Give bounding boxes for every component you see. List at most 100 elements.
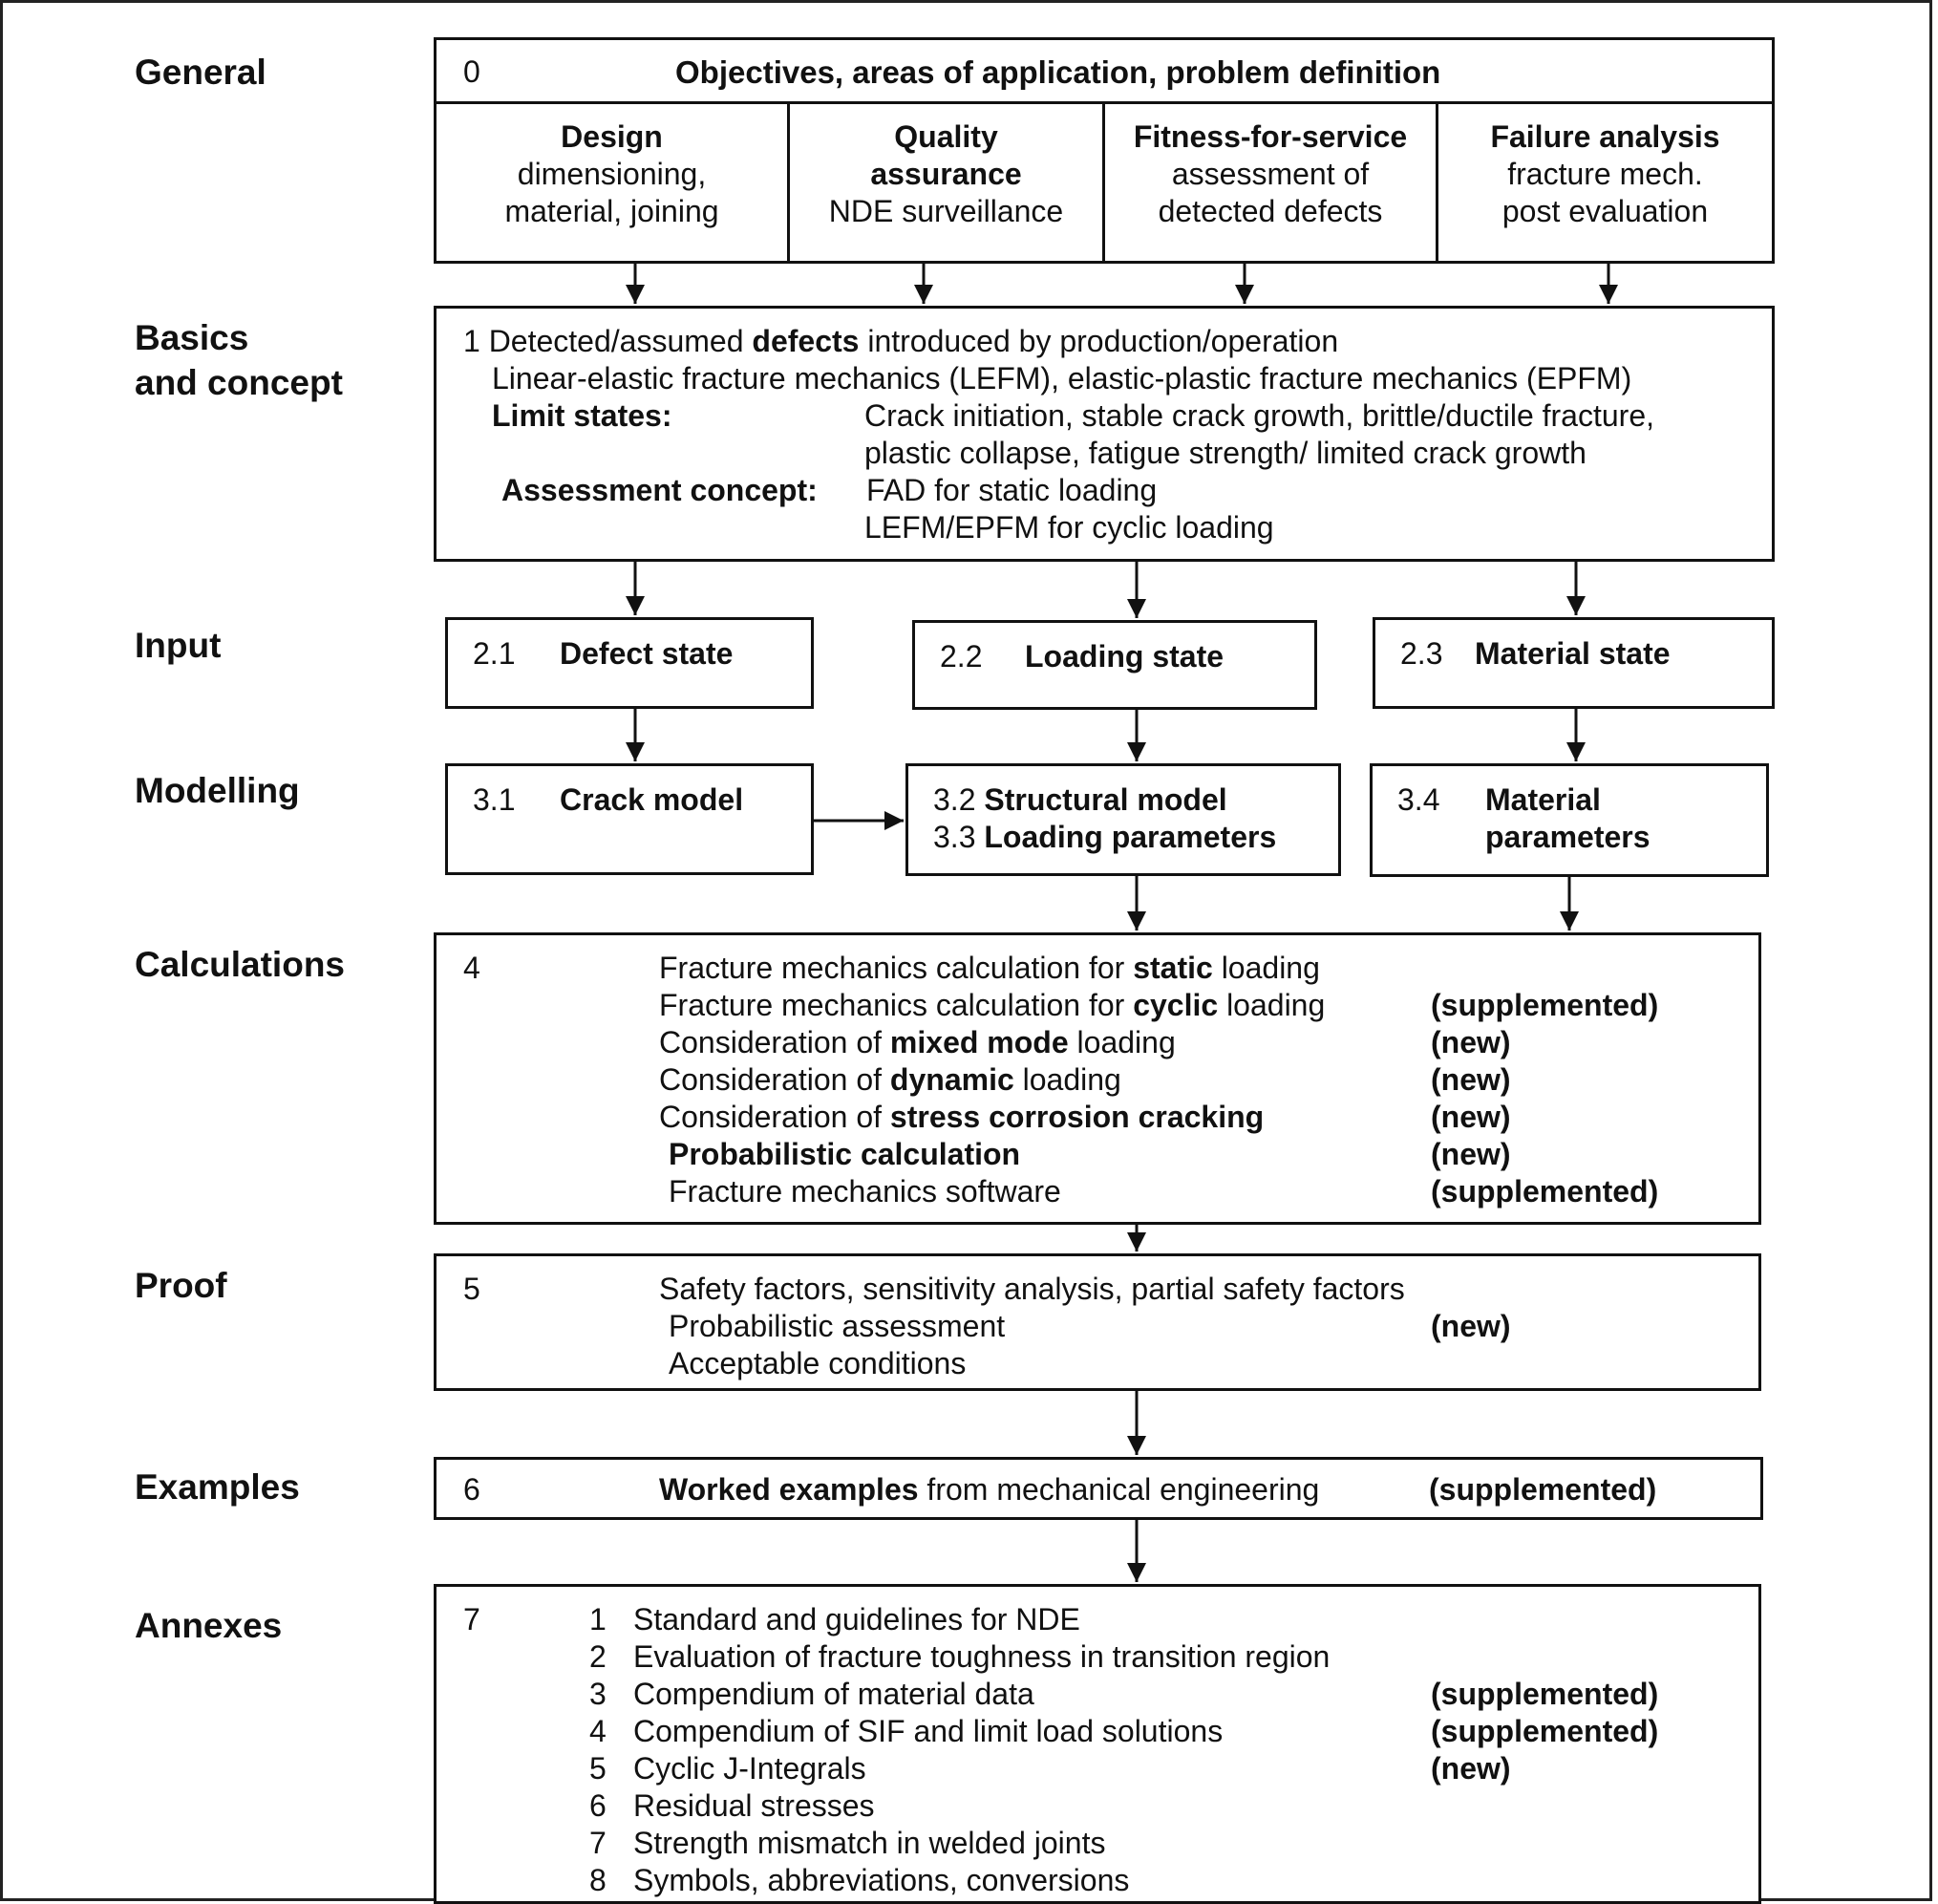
annex-label: Strength mismatch in welded joints — [633, 1826, 1106, 1860]
calc-row: Probabilistic calculation — [669, 1137, 1021, 1171]
annex-label: Compendium of SIF and limit load solutio… — [633, 1714, 1224, 1748]
section-examples: Examples — [135, 1467, 300, 1507]
design-line-1: dimensioning, — [517, 157, 707, 191]
calc-row: Fracture mechanics calculation for cycli… — [659, 988, 1326, 1022]
failure-box: Failure analysis fracture mech. post eva… — [1436, 101, 1775, 264]
section-annexes: Annexes — [135, 1606, 283, 1645]
annex-tag: (supplemented) — [1431, 1677, 1659, 1711]
calc-row: Fracture mechanics software — [669, 1174, 1061, 1209]
design-title: Design — [561, 119, 663, 154]
defect-state-box: 2.1 Defect state — [445, 617, 814, 709]
defect-state-label: Defect state — [560, 636, 734, 671]
annex-label: Evaluation of fracture toughness in tran… — [633, 1639, 1331, 1674]
assessment-1: FAD for static loading — [866, 473, 1158, 507]
section-basics: Basics — [135, 318, 249, 357]
section-general: General — [135, 53, 266, 92]
section-basics-concept: and concept — [135, 363, 343, 402]
assessment-label: Assessment concept: — [501, 473, 818, 507]
calc-row-tag: (supplemented) — [1431, 988, 1659, 1022]
proof-line-1: Safety factors, sensitivity analysis, pa… — [659, 1272, 1405, 1306]
examples-number: 6 — [463, 1472, 480, 1507]
basics-line-2: Linear-elastic fracture mechanics (LEFM)… — [492, 361, 1632, 396]
quality-title-2: assurance — [870, 157, 1022, 191]
crack-model-label: Crack model — [560, 782, 744, 817]
material-state-box: 2.3 Material state — [1373, 617, 1775, 709]
defect-state-number: 2.1 — [473, 636, 516, 671]
section-input: Input — [135, 626, 222, 665]
material-state-number: 2.3 — [1400, 636, 1443, 671]
fitness-line-1: assessment of — [1171, 157, 1370, 191]
failure-line-1: fracture mech. — [1507, 157, 1703, 191]
material-parameters-box: 3.4 Material parameters — [1370, 763, 1769, 877]
material-parameters-number: 3.4 — [1397, 782, 1440, 817]
design-box: Design dimensioning, material, joining — [434, 101, 790, 264]
proof-box: 5 Safety factors, sensitivity analysis, … — [434, 1253, 1761, 1391]
proof-line-2: Probabilistic assessment — [669, 1309, 1006, 1343]
proof-line-3: Acceptable conditions — [669, 1346, 967, 1380]
annex-label: Cyclic J-Integrals — [633, 1751, 866, 1786]
design-line-2: material, joining — [504, 194, 719, 228]
objectives-title: Objectives, areas of application, proble… — [675, 54, 1441, 90]
quality-title: Quality — [894, 119, 998, 154]
calculations-number: 4 — [463, 951, 480, 985]
calc-row-tag: (new) — [1431, 1025, 1511, 1059]
annex-tag: (new) — [1431, 1751, 1511, 1786]
calc-row-tag: (new) — [1431, 1062, 1511, 1097]
objectives-number: 0 — [463, 54, 480, 89]
annex-number: 8 — [589, 1863, 607, 1897]
loading-state-box: 2.2 Loading state — [912, 620, 1317, 710]
annex-label: Symbols, abbreviations, conversions — [633, 1863, 1130, 1897]
failure-line-2: post evaluation — [1501, 194, 1709, 228]
annex-label: Residual stresses — [633, 1788, 875, 1823]
annex-number: 6 — [589, 1788, 607, 1823]
failure-title: Failure analysis — [1490, 119, 1720, 154]
examples-tag: (supplemented) — [1429, 1472, 1657, 1507]
calc-row: Consideration of mixed mode loading — [659, 1025, 1176, 1059]
calc-row: Consideration of stress corrosion cracki… — [659, 1100, 1265, 1134]
annex-number: 3 — [589, 1677, 607, 1711]
material-parameters-label-1: Material — [1485, 782, 1601, 817]
quality-line-1: NDE surveillance — [828, 194, 1064, 228]
calc-row-tag: (new) — [1431, 1100, 1511, 1134]
fitness-box: Fitness-for-service assessment of detect… — [1102, 101, 1438, 264]
examples-text: Worked examples from mechanical engineer… — [659, 1472, 1320, 1507]
material-state-label: Material state — [1475, 636, 1671, 671]
annex-label: Compendium of material data — [633, 1677, 1034, 1711]
basics-line-1: 1 Detected/assumed defects introduced by… — [463, 324, 1339, 358]
limit-states-2: plastic collapse, fatigue strength/ limi… — [864, 436, 1587, 470]
loading-parameters-line: 3.3 Loading parameters — [933, 820, 1277, 854]
section-proof: Proof — [135, 1266, 227, 1305]
structural-loading-box: 3.2 Structural model 3.3 Loading paramet… — [905, 763, 1341, 876]
annex-tag: (supplemented) — [1431, 1714, 1659, 1748]
calc-row-tag: (new) — [1431, 1137, 1511, 1171]
loading-state-number: 2.2 — [940, 639, 983, 674]
loading-state-label: Loading state — [1025, 639, 1225, 674]
examples-box: 6 Worked examples from mechanical engine… — [434, 1457, 1763, 1520]
calc-row-tag: (supplemented) — [1431, 1174, 1659, 1209]
annex-label: Standard and guidelines for NDE — [633, 1602, 1080, 1637]
annex-number: 2 — [589, 1639, 607, 1674]
proof-number: 5 — [463, 1272, 480, 1306]
assessment-2: LEFM/EPFM for cyclic loading — [864, 510, 1274, 545]
annexes-box: 7 1 Standard and guidelines for NDE 2 Ev… — [434, 1584, 1761, 1904]
fitness-title: Fitness-for-service — [1133, 119, 1408, 154]
calc-row: Fracture mechanics calculation for stati… — [659, 951, 1320, 985]
crack-model-box: 3.1 Crack model — [445, 763, 814, 875]
annexes-number: 7 — [463, 1602, 480, 1637]
calculations-box: 4 Fracture mechanics calculation for sta… — [434, 932, 1761, 1225]
quality-box: Quality assurance NDE surveillance — [787, 101, 1105, 264]
calc-row: Consideration of dynamic loading — [659, 1062, 1121, 1097]
annex-number: 4 — [589, 1714, 607, 1748]
annex-number: 5 — [589, 1751, 607, 1786]
structural-model-line: 3.2 Structural model — [933, 782, 1227, 817]
limit-states-label: Limit states: — [492, 398, 672, 433]
section-modelling: Modelling — [135, 771, 300, 810]
fitness-line-2: detected defects — [1158, 194, 1383, 228]
crack-model-number: 3.1 — [473, 782, 516, 817]
material-parameters-label-2: parameters — [1485, 820, 1650, 854]
basics-box: 1 Detected/assumed defects introduced by… — [434, 306, 1775, 562]
proof-line-2-tag: (new) — [1431, 1309, 1511, 1343]
limit-states-1: Crack initiation, stable crack growth, b… — [864, 398, 1654, 433]
annex-number: 7 — [589, 1826, 607, 1860]
